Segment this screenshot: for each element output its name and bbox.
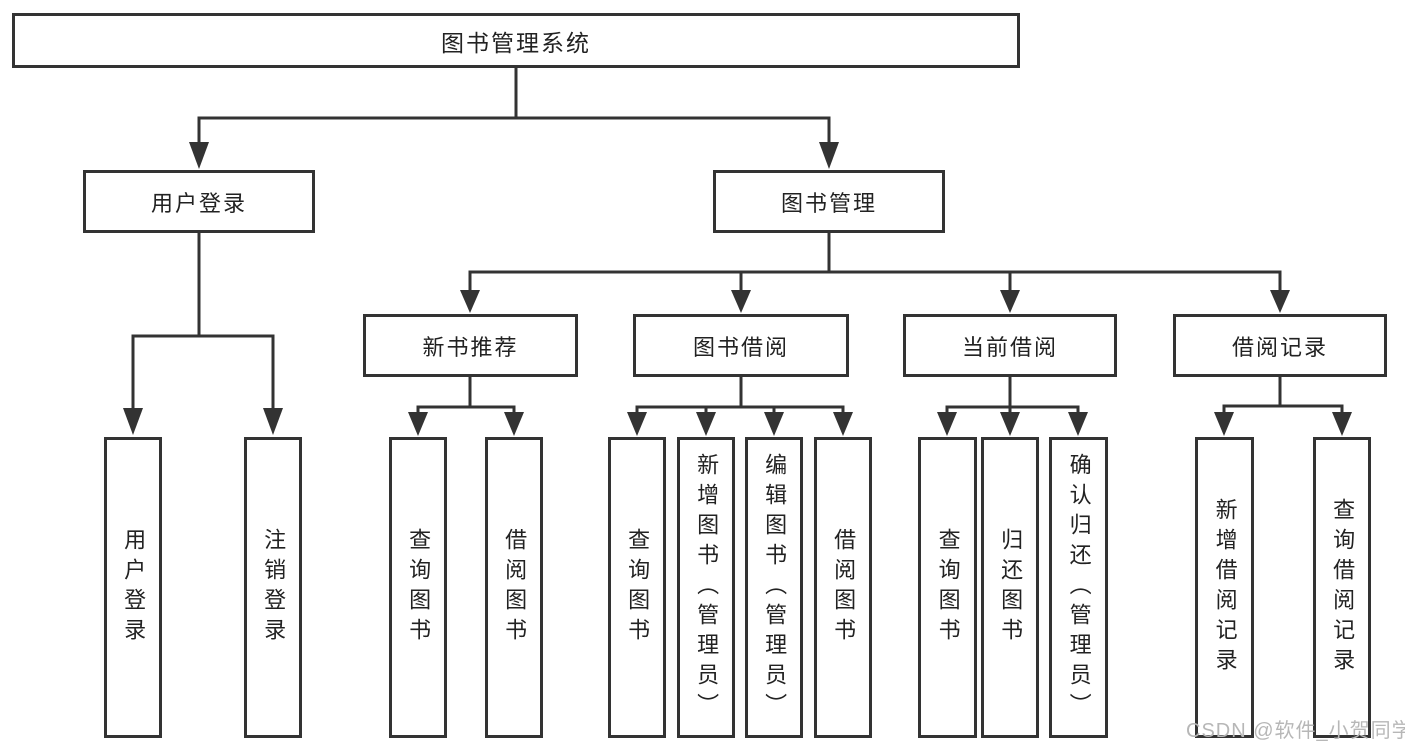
leaf-logout: 注销登录	[244, 437, 302, 738]
leaf-user-login: 用户登录	[104, 437, 162, 738]
node-book-borrowing: 图书借阅	[633, 314, 849, 377]
leaf-query-books-borrowing: 查询图书	[608, 437, 666, 738]
connector-current-to-leaves	[937, 377, 1088, 436]
leaf-return-book-label: 归还图书	[998, 527, 1024, 648]
leaf-query-books-recommend: 查询图书	[389, 437, 447, 738]
node-borrowing-records: 借阅记录	[1173, 314, 1387, 377]
node-user-login-label: 用户登录	[150, 190, 247, 216]
leaf-logout-label: 注销登录	[261, 527, 287, 648]
node-book-management: 图书管理	[713, 170, 945, 233]
leaf-return-book: 归还图书	[981, 437, 1039, 738]
connector-bookmgmt-to-level3	[460, 233, 1290, 313]
watermark: CSDN @软件_小贺同学	[1186, 720, 1405, 742]
leaf-add-borrow-record-label: 新增借阅记录	[1212, 497, 1238, 678]
node-current-borrowing-label: 当前借阅	[961, 334, 1058, 360]
leaf-query-books-current-label: 查询图书	[935, 527, 961, 648]
node-new-book-recommendation: 新书推荐	[363, 314, 578, 377]
leaf-borrow-books-recommend: 借阅图书	[485, 437, 543, 738]
leaf-user-login-label: 用户登录	[121, 527, 147, 648]
connector-userlogin-to-leaves	[123, 233, 283, 435]
node-library-system-label: 图书管理系统	[441, 29, 591, 56]
leaf-query-books-current: 查询图书	[918, 437, 977, 738]
leaf-borrow-books-borrowing-label: 借阅图书	[831, 527, 857, 648]
leaf-confirm-return-admin-label: 确认归还（管理员）	[1066, 452, 1092, 723]
node-borrowing-records-label: 借阅记录	[1231, 334, 1328, 360]
leaf-borrow-books-borrowing: 借阅图书	[814, 437, 872, 738]
leaf-edit-book-admin: 编辑图书（管理员）	[745, 437, 803, 738]
leaf-add-book-admin: 新增图书（管理员）	[677, 437, 735, 738]
leaf-edit-book-admin-label: 编辑图书（管理员）	[762, 452, 788, 723]
leaf-confirm-return-admin: 确认归还（管理员）	[1049, 437, 1108, 738]
leaf-query-borrow-record: 查询借阅记录	[1313, 437, 1371, 738]
leaf-add-book-admin-label: 新增图书（管理员）	[694, 452, 720, 723]
leaf-query-borrow-record-label: 查询借阅记录	[1330, 497, 1356, 678]
node-user-login: 用户登录	[83, 170, 315, 233]
node-book-borrowing-label: 图书借阅	[692, 334, 789, 360]
leaf-query-books-borrowing-label: 查询图书	[625, 527, 651, 648]
leaf-add-borrow-record: 新增借阅记录	[1195, 437, 1254, 738]
node-library-system: 图书管理系统	[12, 13, 1020, 68]
connector-records-to-leaves	[1214, 377, 1352, 436]
leaf-query-books-recommend-label: 查询图书	[406, 527, 432, 648]
node-current-borrowing: 当前借阅	[903, 314, 1117, 377]
node-book-management-label: 图书管理	[780, 190, 877, 216]
node-new-book-recommendation-label: 新书推荐	[422, 334, 519, 360]
connector-root-to-level2	[189, 68, 839, 169]
connector-newbook-to-leaves	[408, 377, 524, 436]
leaf-borrow-books-recommend-label: 借阅图书	[502, 527, 528, 648]
connector-borrowing-to-leaves	[627, 377, 853, 436]
